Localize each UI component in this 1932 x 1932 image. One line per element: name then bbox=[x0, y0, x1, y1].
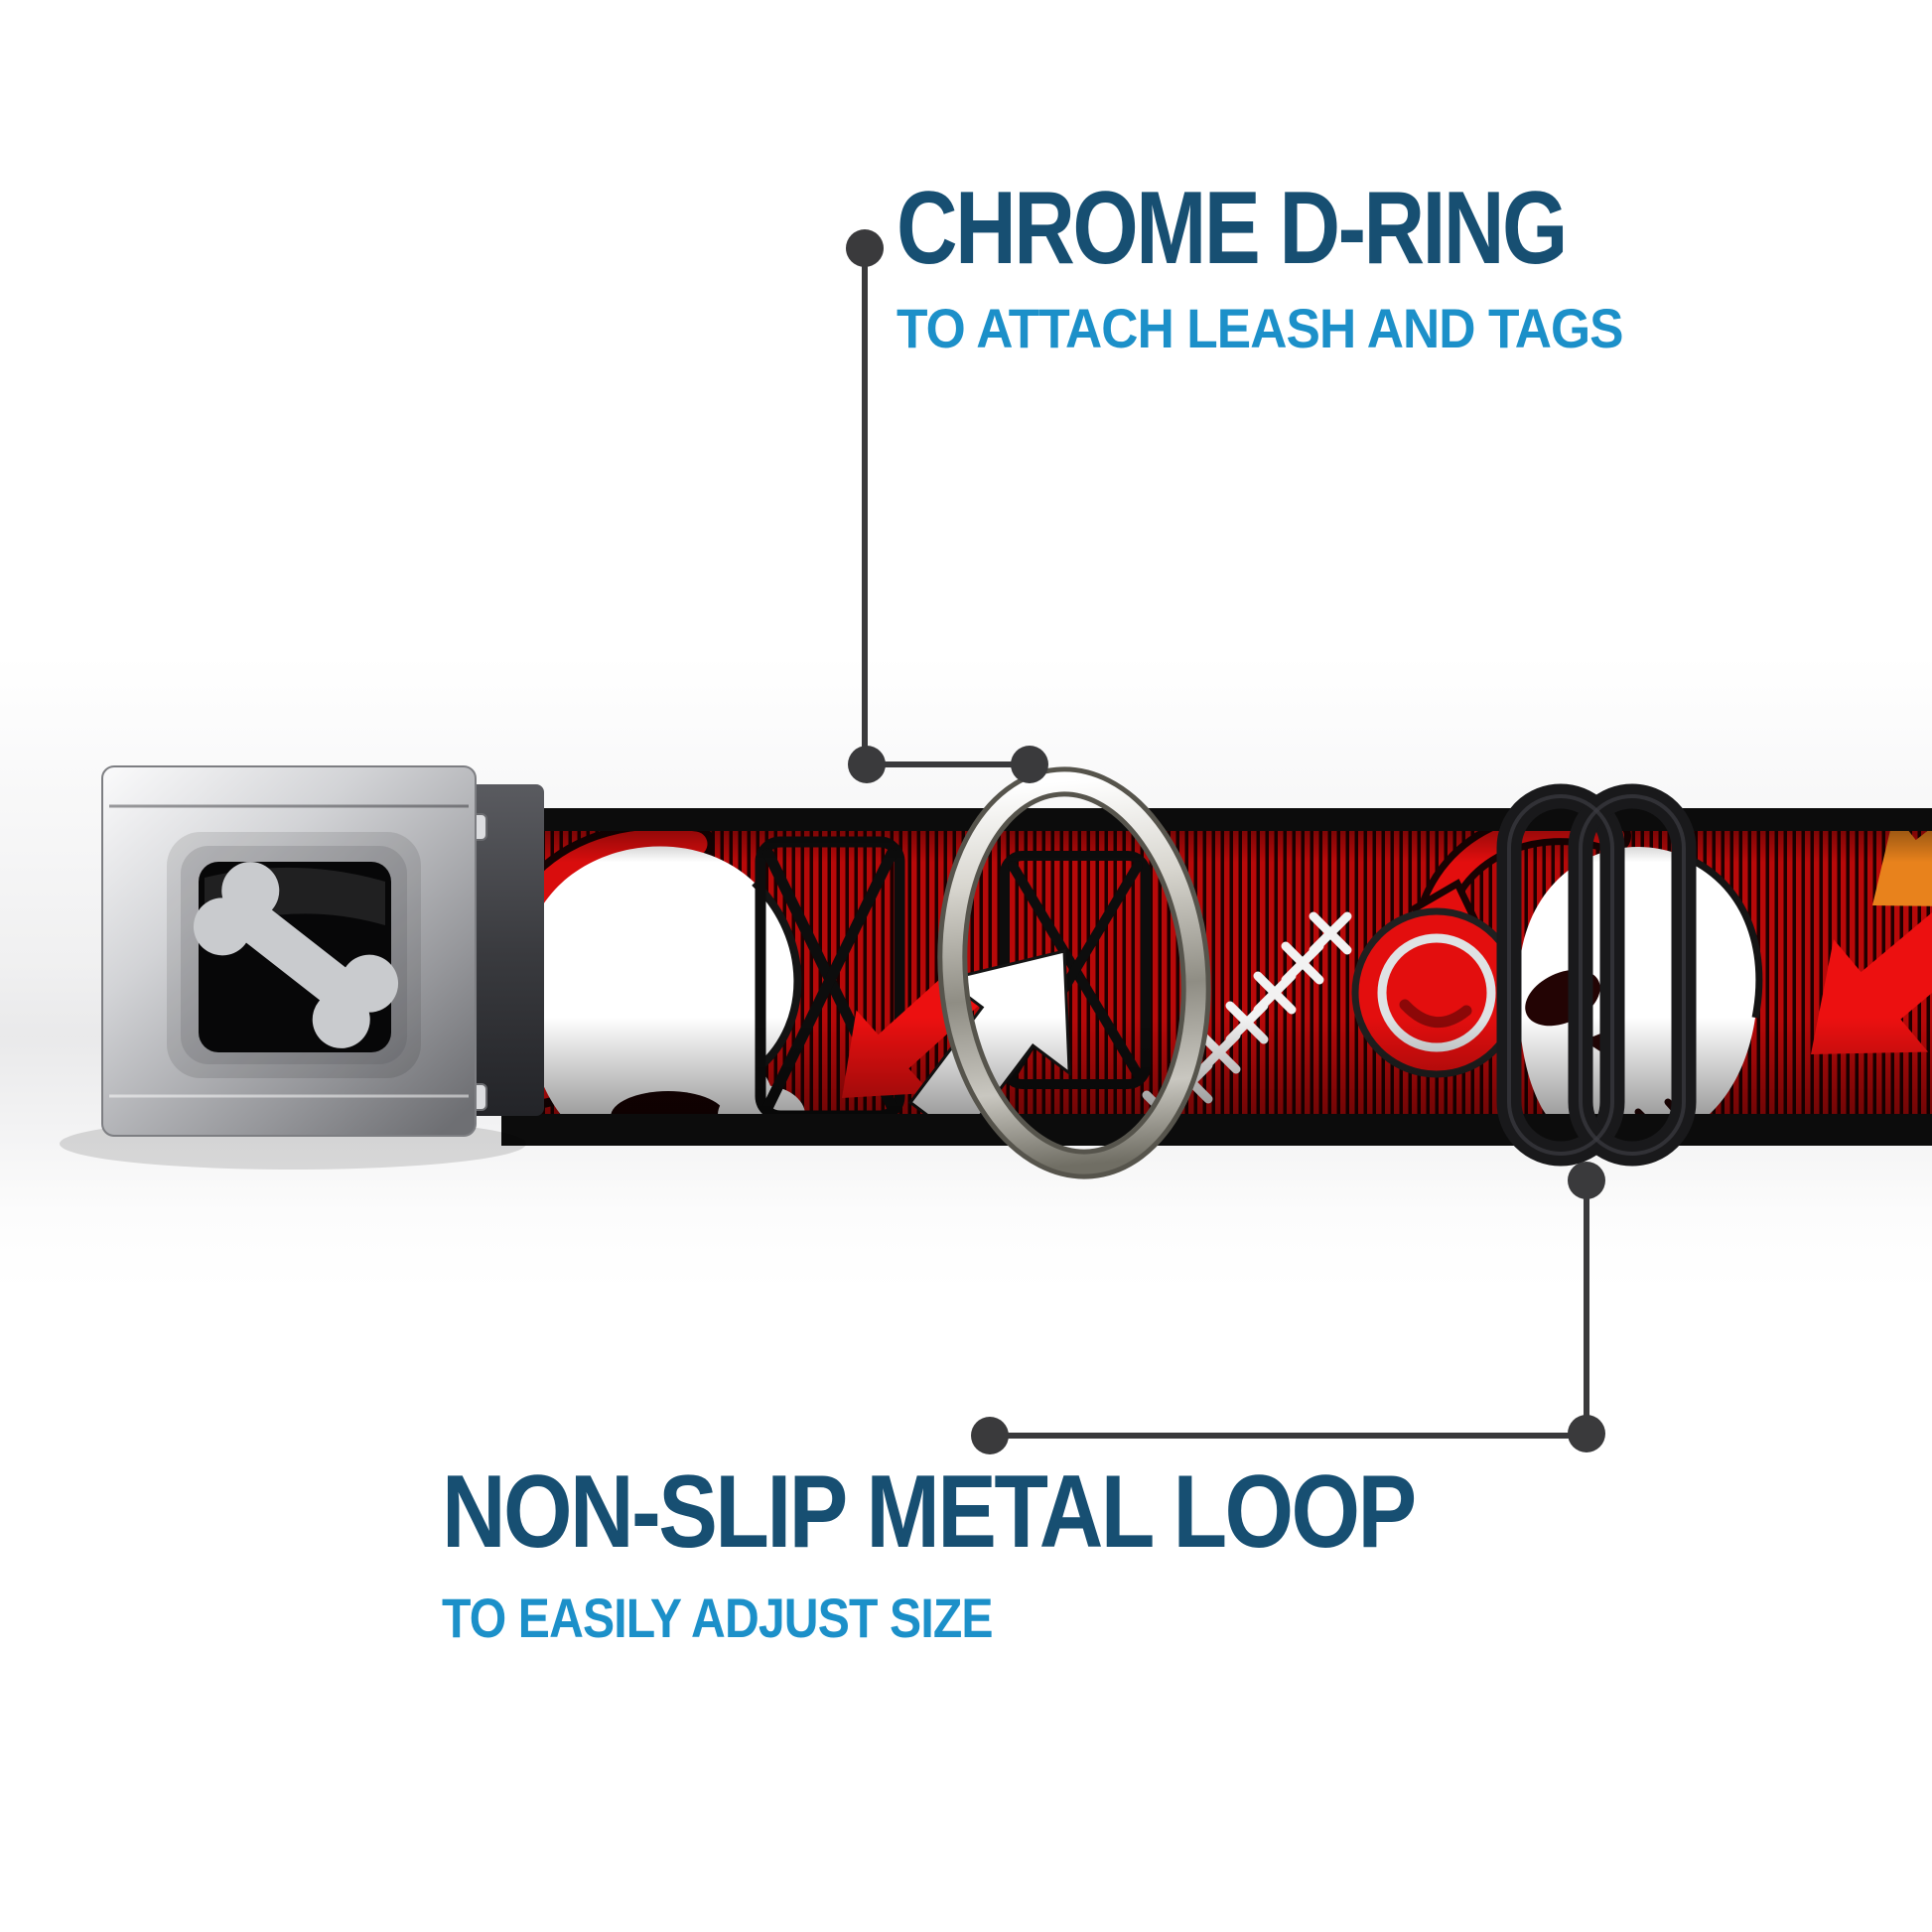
callout-subtitle-top: TO ATTACH LEASH AND TAGS bbox=[897, 297, 1624, 359]
callout-line-vertical-bottom bbox=[1584, 1180, 1589, 1434]
d-ring bbox=[937, 766, 1211, 1179]
callout-dot-dring bbox=[1011, 746, 1048, 783]
slider-loop bbox=[1496, 783, 1697, 1167]
callout-title-top: CHROME D-RING bbox=[897, 171, 1568, 286]
callout-line-vertical-top bbox=[862, 248, 868, 764]
callout-title-bottom: NON-SLIP METAL LOOP bbox=[442, 1454, 1417, 1570]
callout-line-horizontal-bottom bbox=[990, 1433, 1587, 1439]
bone-icon bbox=[193, 862, 399, 1048]
callout-line-horizontal-top bbox=[867, 761, 1030, 767]
seatbelt-buckle bbox=[60, 765, 544, 1170]
webbing-top-edge bbox=[501, 808, 1932, 831]
callout-subtitle-bottom: TO EASILY ADJUST SIZE bbox=[442, 1587, 994, 1649]
callout-dot-title-bottom bbox=[971, 1417, 1009, 1454]
webbing-bottom-edge bbox=[501, 1114, 1932, 1146]
